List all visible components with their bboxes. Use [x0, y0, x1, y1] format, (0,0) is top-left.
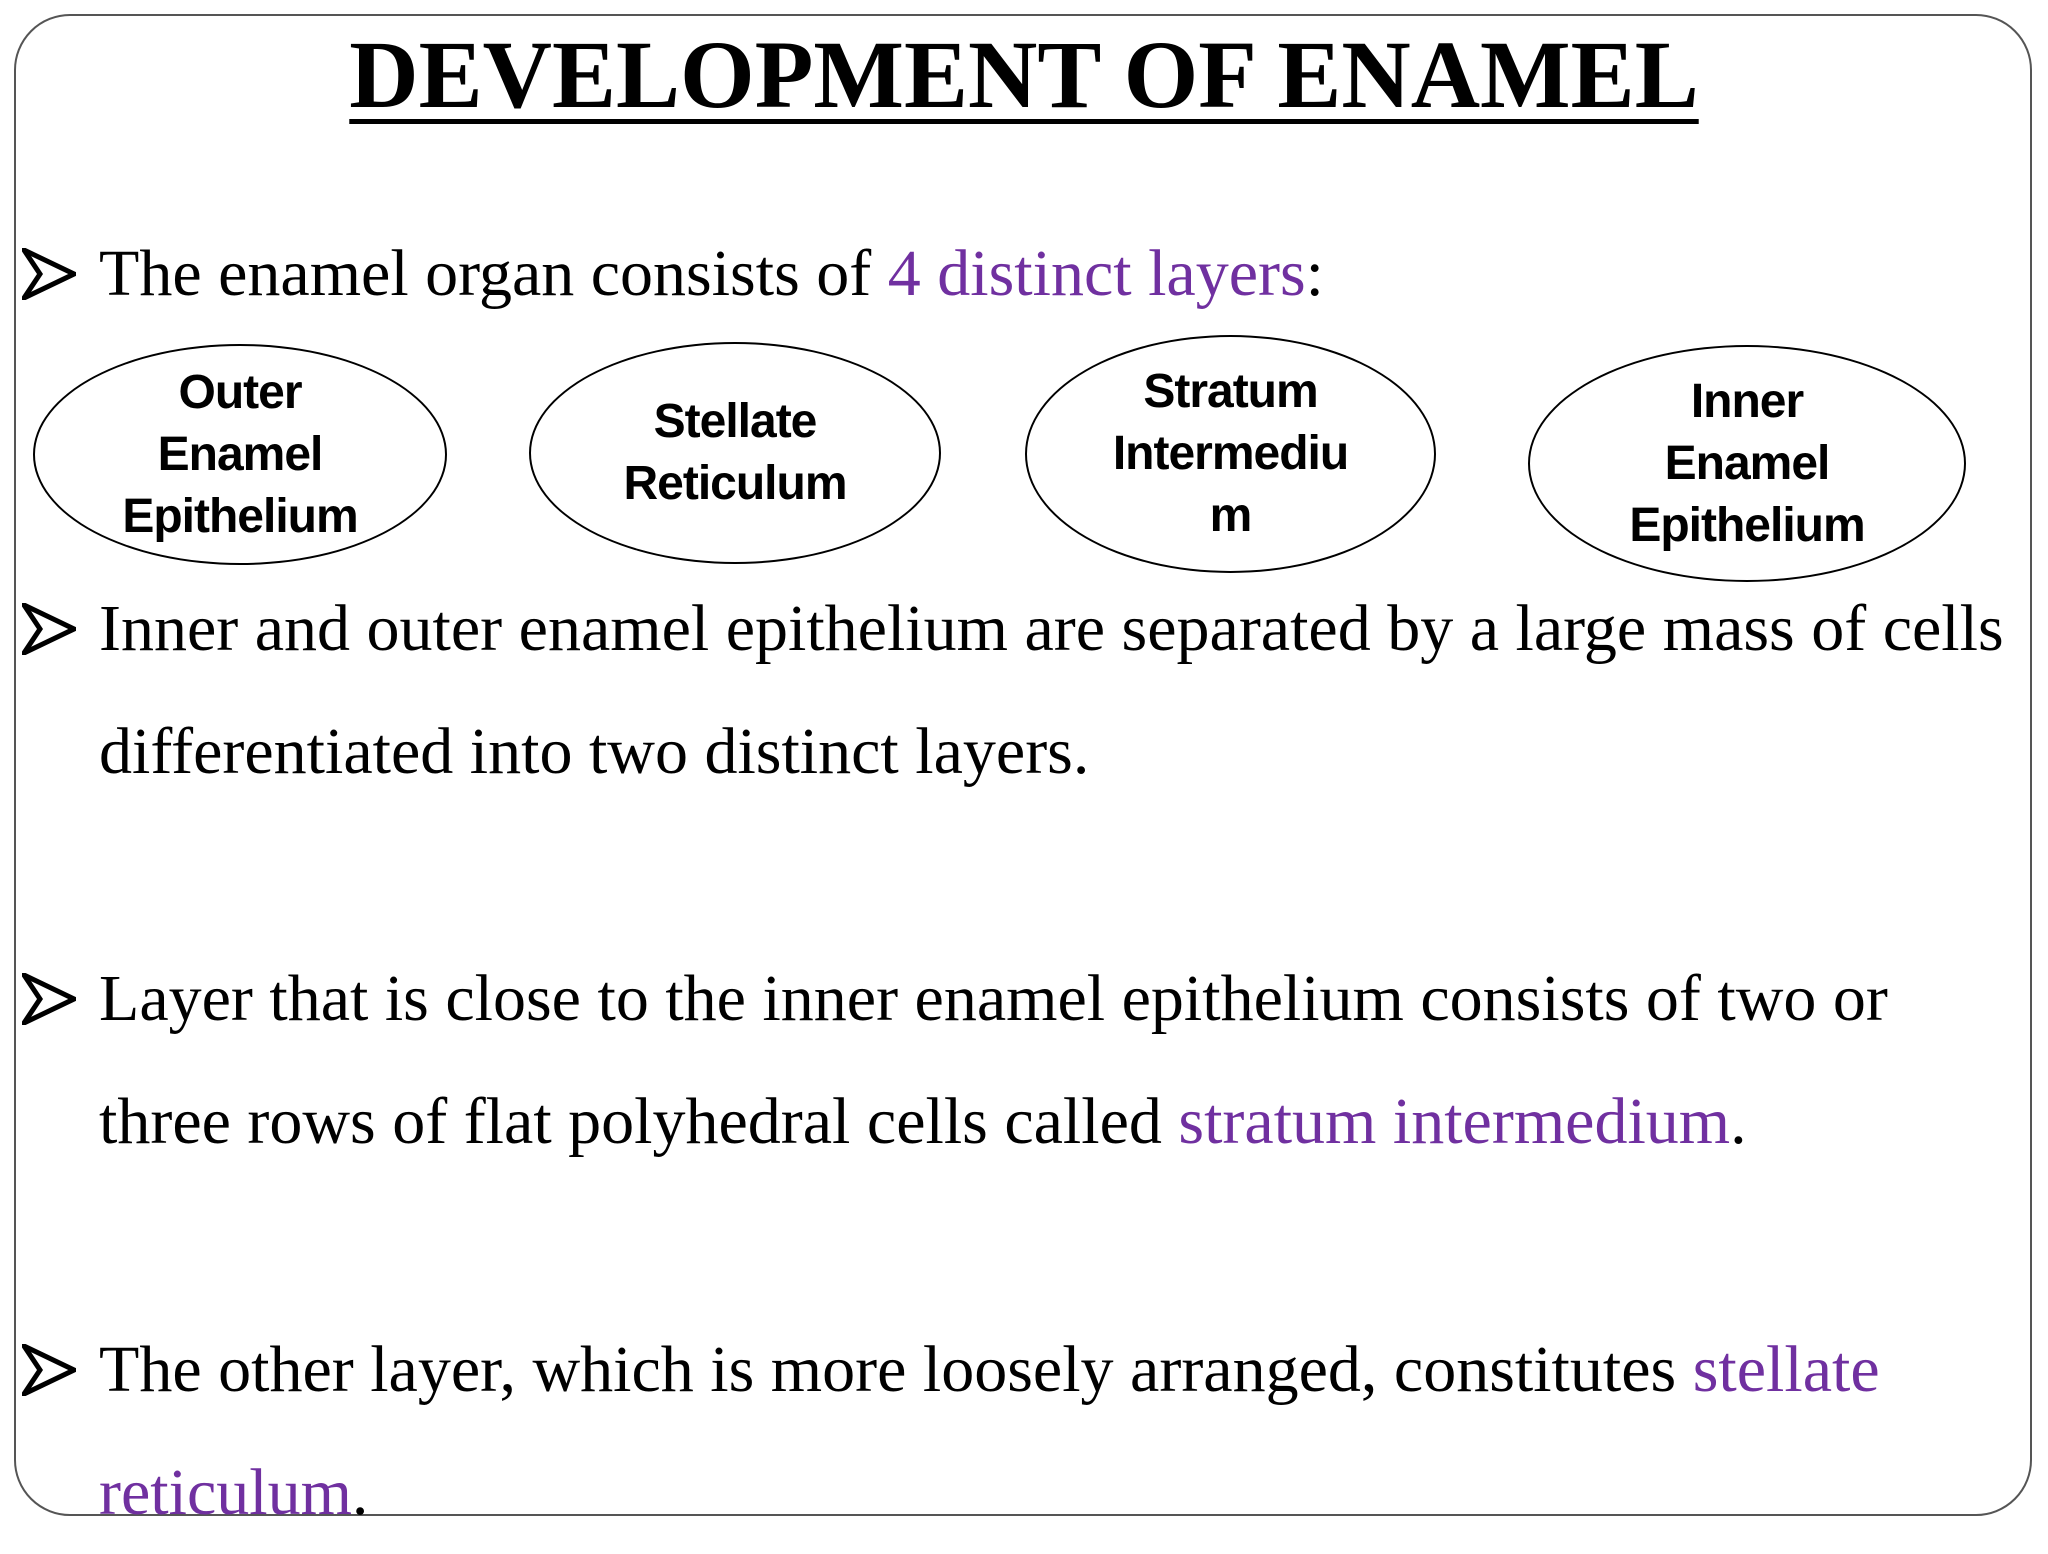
slide-title-text: DEVELOPMENT OF ENAMEL — [349, 21, 1699, 128]
slide-frame — [14, 14, 2032, 1516]
layer-oval-inner-enamel-epithelium: Inner Enamel Epithelium — [1528, 345, 1966, 582]
arrowhead-bullet-icon — [22, 973, 76, 1025]
layer-oval-outer-enamel-epithelium: Outer Enamel Epithelium — [33, 344, 447, 565]
bullet-highlight-1: 4 distinct layers — [887, 237, 1306, 310]
bullet-highlight-4: stellate reticulum — [99, 1333, 1880, 1529]
bullet-item-4: The other layer, which is more loosely a… — [22, 1308, 2022, 1554]
arrowhead-bullet-icon — [22, 248, 76, 300]
layer-oval-stratum-intermedium: Stratum Intermediu m — [1025, 335, 1436, 573]
bullet-text-2: Inner and outer enamel epithelium are se… — [99, 592, 2004, 788]
layer-label: Stellate Reticulum — [623, 395, 847, 510]
layer-label: Outer Enamel Epithelium — [122, 365, 358, 543]
bullet-highlight-3: stratum intermedium — [1178, 1085, 1731, 1158]
layer-label: Stratum Intermediu m — [1112, 365, 1349, 542]
bullet-text-1: The enamel organ consists of 4 distinct … — [99, 237, 1325, 310]
slide-title: DEVELOPMENT OF ENAMEL — [0, 20, 2048, 130]
layer-label: Inner Enamel Epithelium — [1629, 374, 1865, 552]
bullet-text-4: The other layer, which is more loosely a… — [99, 1333, 1880, 1529]
bullet-item-3: Layer that is close to the inner enamel … — [22, 937, 2022, 1183]
bullet-item-1: The enamel organ consists of 4 distinct … — [22, 212, 2022, 335]
bullet-text-3: Layer that is close to the inner enamel … — [99, 962, 1888, 1158]
bullet-item-2: Inner and outer enamel epithelium are se… — [22, 567, 2022, 813]
arrowhead-bullet-icon — [22, 603, 76, 655]
arrowhead-bullet-icon — [22, 1344, 76, 1396]
layer-oval-stellate-reticulum: Stellate Reticulum — [529, 342, 941, 564]
